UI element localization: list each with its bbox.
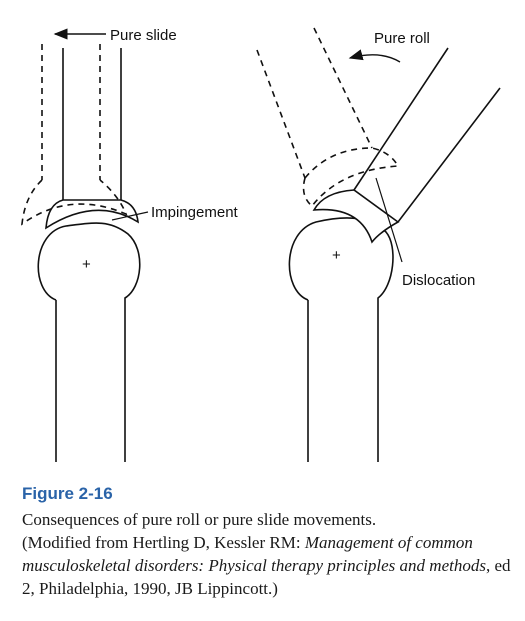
right-upper-articular-surface <box>312 189 400 244</box>
left-axis-marker: + <box>82 256 91 273</box>
dislocation-pointer <box>375 177 403 263</box>
right-lower-bone <box>288 217 394 462</box>
figure-caption: Figure 2-16 Consequences of pure roll or… <box>22 484 512 600</box>
right-axis-marker: + <box>332 247 341 264</box>
figure-description: Consequences of pure roll or pure slide … <box>22 510 377 529</box>
credit-suffix: , ed 2, Philadelphia, 1990, JB Lippincot… <box>22 556 511 598</box>
right-dashed-articular-surface <box>302 147 400 208</box>
impingement-pointer <box>111 211 149 221</box>
left-dashed-articular-surface <box>21 179 128 226</box>
pure-roll-label: Pure roll <box>374 30 430 47</box>
left-dashed-bone-position <box>41 44 101 180</box>
right-dashed-bone-position <box>256 27 373 179</box>
pure-slide-diagram: + <box>21 44 141 462</box>
impingement-label: Impingement <box>151 204 239 221</box>
credit-book-title: Management of common musculoskeletal dis… <box>22 533 486 575</box>
left-upper-articular-surface <box>45 199 139 230</box>
credit-prefix: (Modified from Hertling D, Kessler RM: <box>22 533 305 552</box>
figure-credit: (Modified from Hertling D, Kessler RM: M… <box>22 531 512 600</box>
right-upper-bone <box>353 47 501 223</box>
left-lower-bone <box>37 222 141 462</box>
dislocation-label: Dislocation <box>402 272 475 289</box>
pure-roll-arrow <box>348 49 401 63</box>
figure-number: Figure 2-16 <box>22 484 113 503</box>
pure-roll-diagram: + <box>256 27 501 462</box>
pure-slide-label: Pure slide <box>110 27 177 44</box>
joint-movement-diagram: + Pure slide Impingement + Pure roll Dis… <box>21 27 501 462</box>
left-upper-bone <box>62 48 122 200</box>
